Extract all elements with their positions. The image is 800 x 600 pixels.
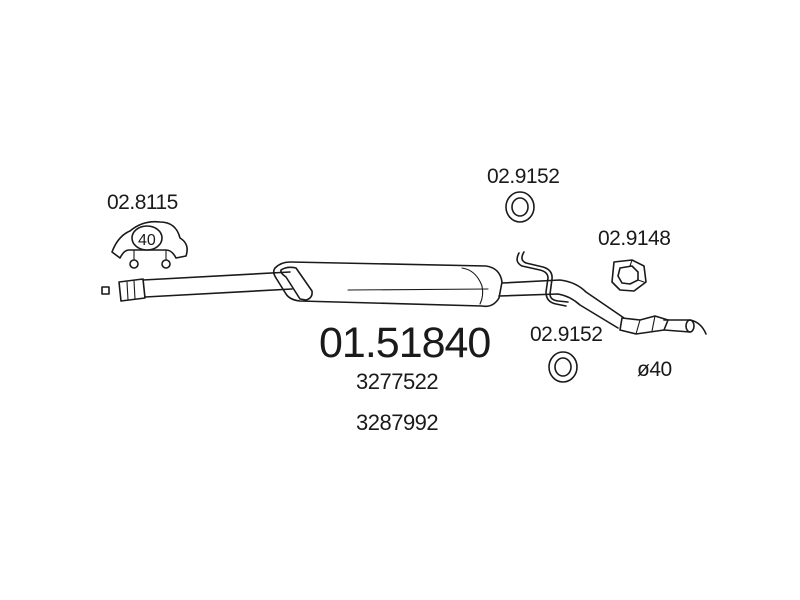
ring-bottom-part-number: 02.9152 xyxy=(530,323,602,346)
exhaust-pipe-assembly xyxy=(101,251,707,335)
clamp-diameter-label: 40 xyxy=(138,232,156,249)
outlet-diameter-label: ø40 xyxy=(637,358,672,381)
sealing-ring-icon xyxy=(505,191,535,223)
inlet-marker xyxy=(101,286,110,295)
pipe-clamp-icon: 40 xyxy=(111,220,188,269)
clamp-part-number: 02.8115 xyxy=(107,191,178,214)
ring-top-part-number: 02.9152 xyxy=(487,165,559,188)
sealing-ring-icon xyxy=(548,351,578,383)
main-part-number: 01.51840 xyxy=(319,319,490,367)
rubber-mount-part-number: 02.9148 xyxy=(598,227,670,250)
oem-number-1: 3277522 xyxy=(356,369,438,394)
rubber-mount-icon xyxy=(611,259,647,292)
oem-number-2: 3287992 xyxy=(356,410,438,435)
